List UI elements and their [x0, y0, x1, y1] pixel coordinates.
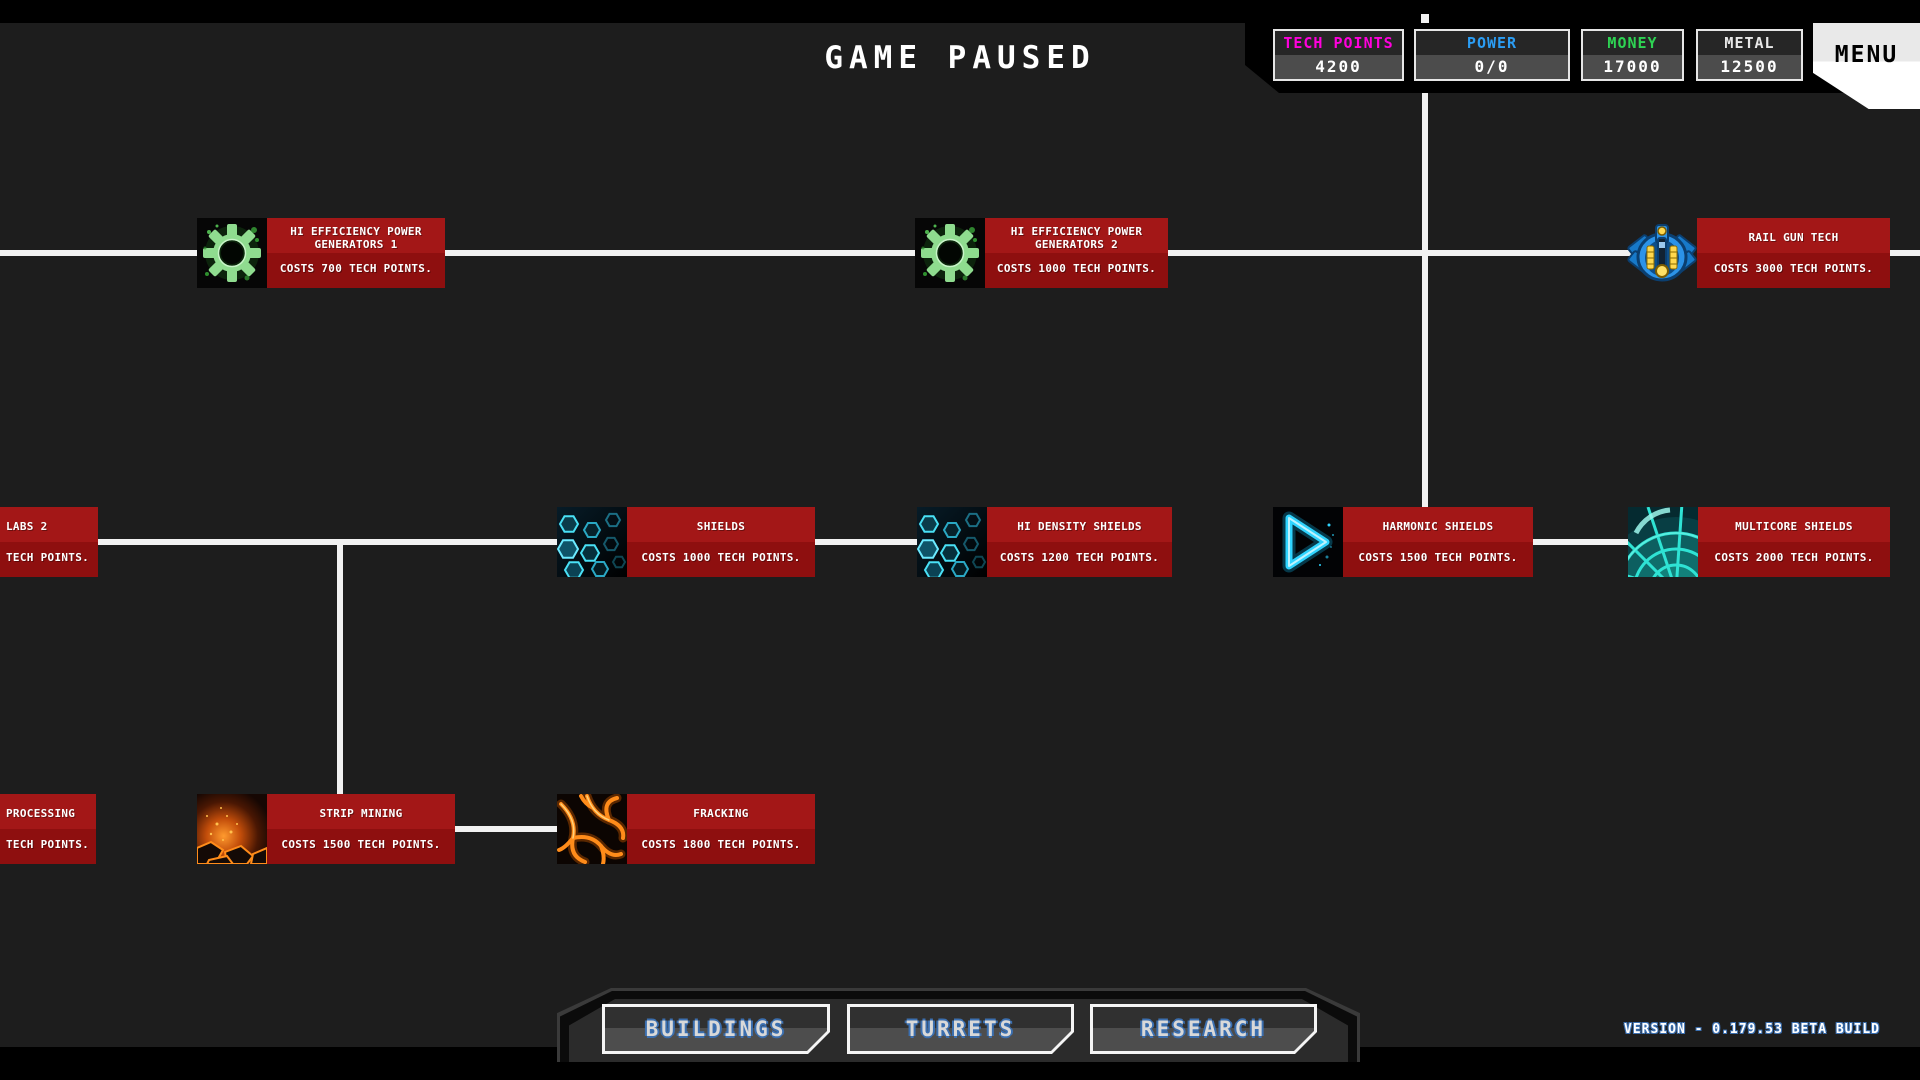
version-text: VERSION - 0.179.53 BETA BUILD	[1624, 1022, 1880, 1037]
tech-node-title: RAIL GUN TECH	[1748, 231, 1839, 245]
tech-node-cost: COSTS 1000 TECH POINTS.	[641, 551, 801, 565]
tech-node-title: MULTICORE SHIELDS	[1735, 520, 1853, 534]
tech-node-cost: COSTS 1800 TECH POINTS.	[641, 838, 801, 852]
tech-node-panel: HI EFFICIENCY POWER GENERATORS 2 COSTS 10…	[985, 218, 1168, 288]
tab-turrets[interactable]: TURRETS	[847, 1004, 1074, 1054]
tech-node-cost: COSTS 1500 TECH POINTS.	[1358, 551, 1518, 565]
tree-connector-line	[1421, 14, 1429, 23]
railgun-icon	[1627, 218, 1697, 288]
tree-connector-line	[443, 250, 918, 256]
tech-node-title: PROCESSING	[6, 807, 76, 821]
tech-node-cost: COSTS 1000 TECH POINTS.	[996, 262, 1157, 276]
dome-icon	[1628, 507, 1698, 577]
tab-research[interactable]: RESEARCH	[1090, 1004, 1317, 1054]
tech-node-fracking[interactable]: FRACKING COSTS 1800 TECH POINTS.	[557, 794, 815, 864]
tech-node-processing[interactable]: PROCESSING TECH POINTS.	[0, 794, 96, 864]
tech-node-rail-gun-tech[interactable]: RAIL GUN TECH COSTS 3000 TECH POINTS.	[1627, 218, 1890, 288]
game-paused-title: GAME PAUSED	[824, 40, 1096, 76]
tech-node-title: HARMONIC SHIELDS	[1382, 520, 1494, 534]
resource-value: 12500	[1698, 55, 1801, 79]
tech-node-title: HI DENSITY SHIELDS	[1017, 520, 1142, 534]
tree-connector-line	[1422, 93, 1428, 510]
resource-value: 4200	[1275, 55, 1402, 79]
tech-node-panel: STRIP MINING COSTS 1500 TECH POINTS.	[267, 794, 455, 864]
tree-connector-line	[98, 539, 560, 545]
tech-node-panel: RAIL GUN TECH COSTS 3000 TECH POINTS.	[1697, 218, 1890, 288]
triangle-icon	[1273, 507, 1343, 577]
tree-connector-line	[453, 826, 560, 832]
tech-node-hi-efficiency-power-generators-2[interactable]: HI EFFICIENCY POWER GENERATORS 2 COSTS 10…	[915, 218, 1168, 288]
hex-icon	[557, 507, 627, 577]
tab-research-label: RESEARCH	[1093, 1007, 1314, 1051]
tech-node-panel: FRACKING COSTS 1800 TECH POINTS.	[627, 794, 815, 864]
tab-buildings-label: BUILDINGS	[605, 1007, 827, 1051]
tech-node-title: HI EFFICIENCY POWER GENERATORS 2	[1010, 224, 1143, 252]
tech-node-labs-2[interactable]: LABS 2 TECH POINTS.	[0, 507, 98, 577]
tech-node-cost: COSTS 700 TECH POINTS.	[279, 262, 433, 276]
tech-node-panel: SHIELDS COSTS 1000 TECH POINTS.	[627, 507, 815, 577]
tech-node-title: SHIELDS	[696, 520, 746, 534]
cracks-icon	[557, 794, 627, 864]
resource-label: MONEY	[1583, 31, 1682, 55]
tree-connector-line	[337, 542, 343, 797]
resource-label: TECH POINTS	[1275, 31, 1402, 55]
gear-icon	[915, 218, 985, 288]
top-frame-strip	[0, 0, 1920, 23]
tree-connector-line	[1166, 250, 1635, 256]
tech-node-panel: PROCESSING TECH POINTS.	[0, 794, 96, 864]
tech-node-harmonic-shields[interactable]: HARMONIC SHIELDS COSTS 1500 TECH POINTS.	[1273, 507, 1533, 577]
tech-node-title: STRIP MINING	[319, 807, 403, 821]
tab-buildings[interactable]: BUILDINGS	[602, 1004, 830, 1054]
tab-turrets-label: TURRETS	[850, 1007, 1071, 1051]
resource-label: POWER	[1416, 31, 1568, 55]
resource-value: 17000	[1583, 55, 1682, 79]
tree-connector-line	[0, 250, 200, 256]
tech-node-strip-mining[interactable]: STRIP MINING COSTS 1500 TECH POINTS.	[197, 794, 455, 864]
gear-icon	[197, 218, 267, 288]
tech-node-panel: HARMONIC SHIELDS COSTS 1500 TECH POINTS.	[1343, 507, 1533, 577]
tech-node-panel: LABS 2 TECH POINTS.	[0, 507, 98, 577]
lava-icon	[197, 794, 267, 864]
tech-node-multicore-shields[interactable]: MULTICORE SHIELDS COSTS 2000 TECH POINTS.	[1628, 507, 1890, 577]
tech-node-title: FRACKING	[693, 807, 749, 821]
tech-node-cost: COSTS 3000 TECH POINTS.	[1713, 262, 1874, 276]
tech-node-hi-efficiency-power-generators-1[interactable]: HI EFFICIENCY POWER GENERATORS 1 COSTS 70…	[197, 218, 445, 288]
resource-label: METAL	[1698, 31, 1801, 55]
tech-node-shields[interactable]: SHIELDS COSTS 1000 TECH POINTS.	[557, 507, 815, 577]
resource-value: 0/0	[1416, 55, 1568, 79]
tech-node-title: LABS 2	[6, 520, 48, 534]
tech-node-cost: COSTS 1500 TECH POINTS.	[281, 838, 441, 852]
tech-node-panel: MULTICORE SHIELDS COSTS 2000 TECH POINTS.	[1698, 507, 1890, 577]
tech-node-cost: COSTS 1200 TECH POINTS.	[999, 551, 1160, 565]
tree-connector-line	[1531, 539, 1631, 545]
tech-node-panel: HI DENSITY SHIELDS COSTS 1200 TECH POINTS…	[987, 507, 1172, 577]
tree-connector-line	[813, 539, 920, 545]
tech-node-hi-density-shields[interactable]: HI DENSITY SHIELDS COSTS 1200 TECH POINTS…	[917, 507, 1172, 577]
menu-button[interactable]: MENU	[1813, 23, 1920, 109]
tech-node-cost: COSTS 2000 TECH POINTS.	[1714, 551, 1874, 565]
tech-node-cost: TECH POINTS.	[6, 838, 90, 852]
tech-node-panel: HI EFFICIENCY POWER GENERATORS 1 COSTS 70…	[267, 218, 445, 288]
tree-connector-line	[1888, 250, 1920, 256]
hex-icon	[917, 507, 987, 577]
tech-node-cost: TECH POINTS.	[6, 551, 90, 565]
tech-node-title: HI EFFICIENCY POWER GENERATORS 1	[290, 224, 422, 252]
